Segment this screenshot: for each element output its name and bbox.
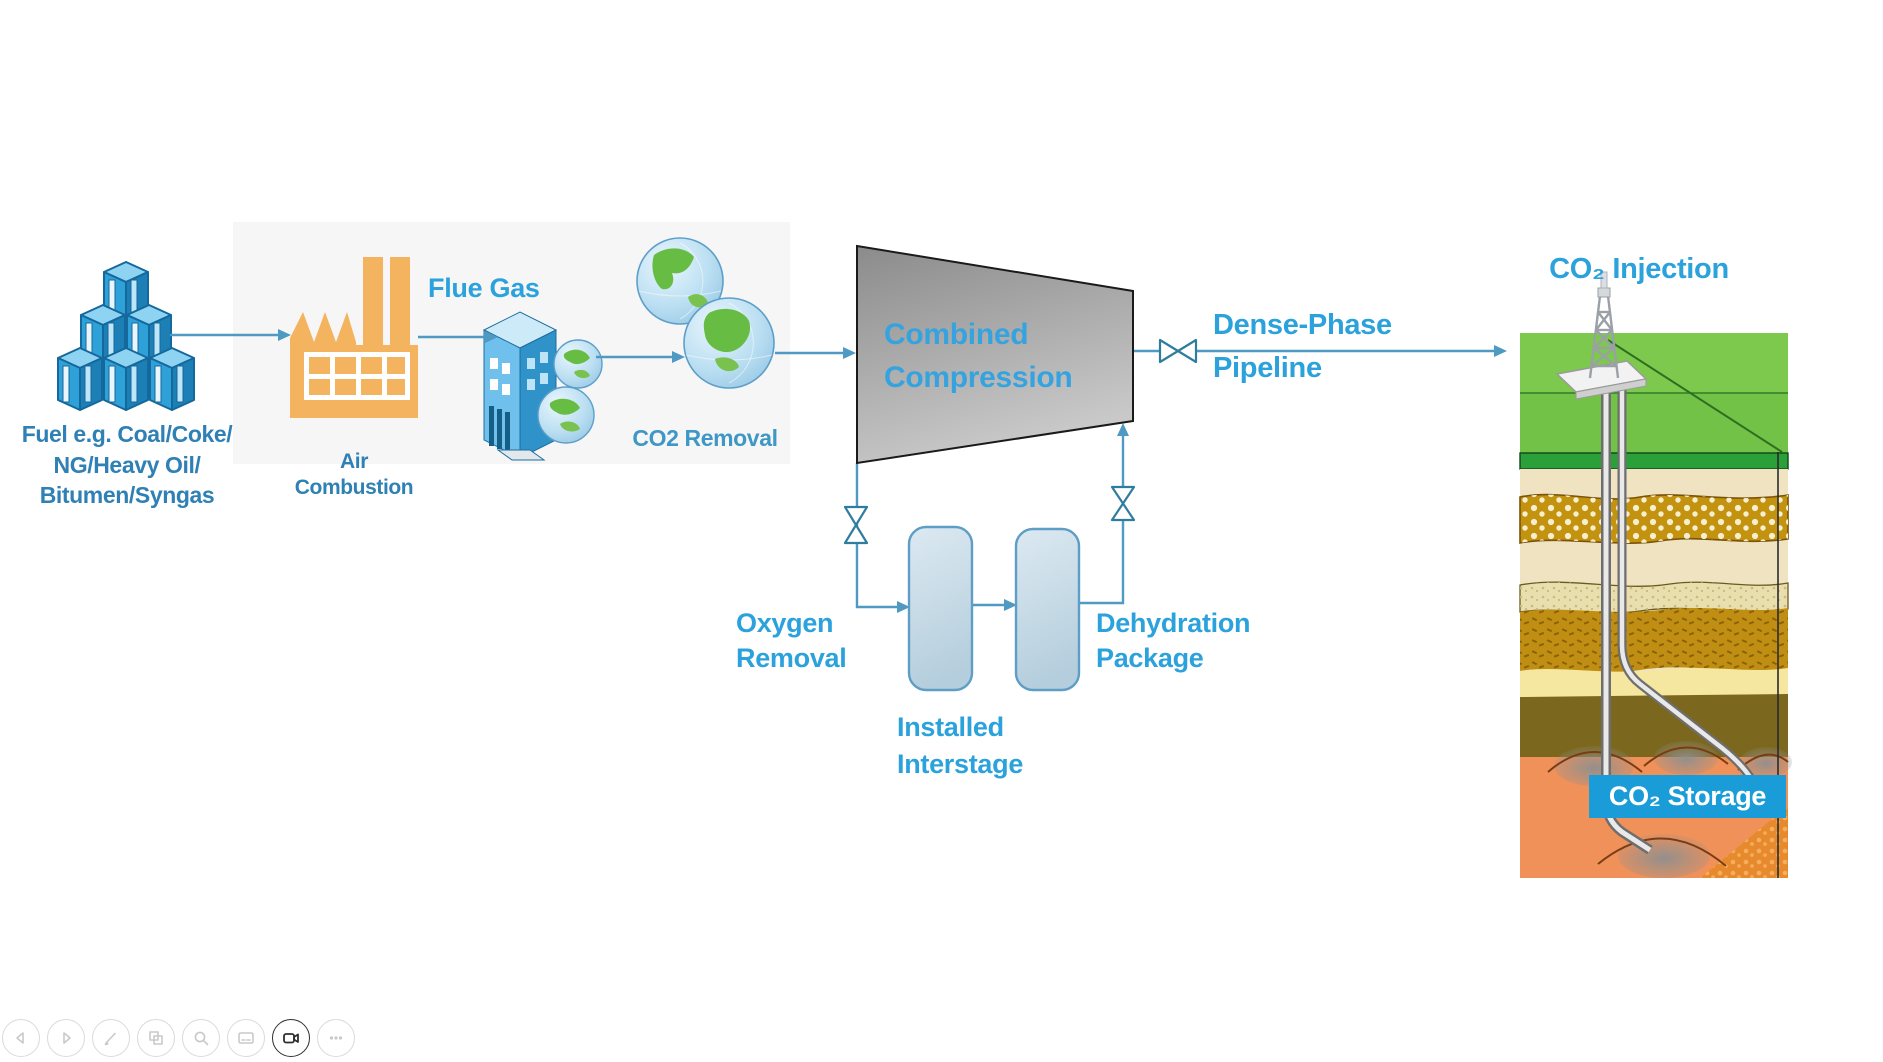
oxygen-removal-label: Oxygen Removal xyxy=(736,608,847,674)
installed-interstage-label: Installed Interstage xyxy=(897,712,1024,780)
compressor-shape xyxy=(856,244,1134,465)
co2-removal-plant-icon xyxy=(482,311,558,461)
previous-slide-button[interactable] xyxy=(2,1019,40,1057)
zoom-button[interactable] xyxy=(182,1019,220,1057)
camera-icon xyxy=(283,1033,299,1044)
zoom-magnifier-icon xyxy=(194,1031,209,1046)
camera-button[interactable] xyxy=(272,1019,310,1057)
pipeline-valve-icon xyxy=(1158,338,1198,364)
co2-storage-badge: CO₂ Storage xyxy=(1589,775,1786,818)
air-combustion-label: Air Combustion xyxy=(294,450,414,500)
previous-arrow-icon xyxy=(16,1032,24,1044)
flue-gas-label: Flue Gas xyxy=(428,273,540,303)
fuel-source-label: Fuel e.g. Coal/Coke/ NG/Heavy Oil/ Bitum… xyxy=(21,421,233,509)
pen-button[interactable] xyxy=(92,1019,130,1057)
slides-overview-icon xyxy=(149,1031,163,1045)
co2-injection-label: CO₂ Injection xyxy=(1549,253,1729,285)
storage-site-illustration xyxy=(1519,271,1792,878)
oxygen-line-valve-icon xyxy=(843,505,869,545)
captions-button[interactable] xyxy=(227,1019,265,1057)
flow-arrowheads xyxy=(278,329,1507,613)
fuel-blocks-icon xyxy=(57,261,195,411)
more-options-icon xyxy=(329,1036,343,1040)
drilling-rig-icon xyxy=(1555,271,1648,400)
next-arrow-icon xyxy=(63,1032,71,1044)
dense-phase-pipeline-label: Dense-Phase Pipeline xyxy=(1213,309,1392,384)
co2-removal-label: CO2 Removal xyxy=(632,425,778,451)
next-slide-button[interactable] xyxy=(47,1019,85,1057)
dehydration-package-label: Dehydration Package xyxy=(1096,608,1251,674)
captions-icon xyxy=(238,1032,254,1044)
slides-overview-button[interactable] xyxy=(137,1019,175,1057)
presenter-toolbar xyxy=(2,1016,355,1060)
oxygen-removal-vessel xyxy=(907,525,974,692)
more-options-button[interactable] xyxy=(317,1019,355,1057)
combined-compression-label: Combined Compression xyxy=(884,318,1073,394)
valve-icons xyxy=(843,338,1198,545)
small-globe-icons xyxy=(537,339,603,444)
dehydration-line-valve-icon xyxy=(1110,485,1136,522)
dehydration-vessel xyxy=(1014,527,1081,692)
pen-icon xyxy=(104,1032,116,1046)
earth-globes-icon xyxy=(636,237,775,389)
factory-icon xyxy=(290,257,418,418)
